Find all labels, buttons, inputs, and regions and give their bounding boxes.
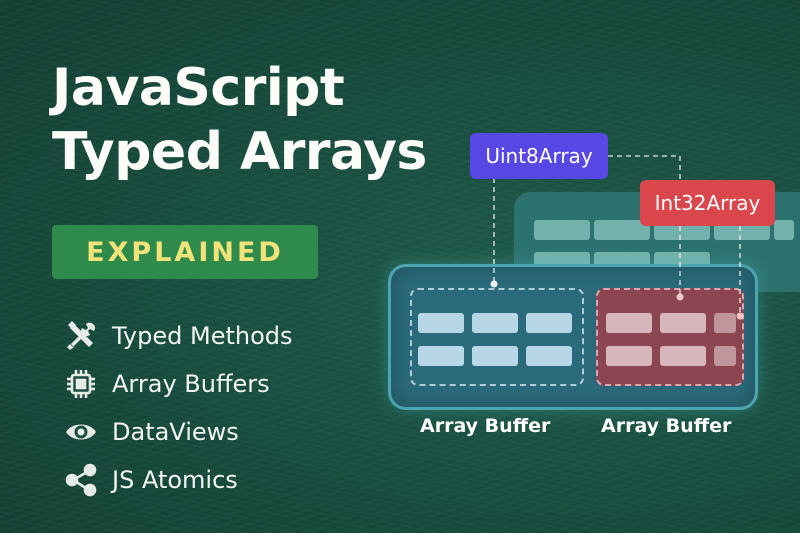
buffer-cell [472,313,518,333]
array-buffer-label-right: Array Buffer [601,415,732,437]
buffer-cell [472,346,518,366]
feature-item-array-buffers: Array Buffers [64,360,293,408]
buffer-cell [714,313,736,333]
buffer-cell [594,220,650,240]
feature-item-js-atomics: JS Atomics [64,456,293,504]
feature-label: JS Atomics [112,466,238,494]
feature-label: Array Buffers [112,370,270,398]
explained-badge: EXPLAINED [52,225,318,279]
buffer-cell [526,313,572,333]
chip-icon [64,367,98,401]
feature-list: Typed Methods Array Buffers [64,312,293,504]
buffer-cell [418,313,464,333]
feature-item-typed-methods: Typed Methods [64,312,293,360]
int32-view-region [596,288,744,386]
buffer-cell [660,313,706,333]
feature-label: Typed Methods [112,322,293,350]
title-line-1: JavaScript [52,58,345,118]
buffer-cell [606,346,652,366]
feature-label: DataViews [112,418,239,446]
uint8-view-region [410,288,584,386]
page-title: JavaScript Typed Arrays [52,56,427,184]
buffer-cell [606,313,652,333]
buffer-cell [774,220,794,240]
array-buffer-label-left: Array Buffer [420,415,551,437]
int32array-tag: Int32Array [640,180,775,226]
buffer-cell [660,346,706,366]
uint8array-tag: Uint8Array [470,133,608,179]
share-icon [64,463,98,497]
tools-icon [64,319,98,353]
title-line-2: Typed Arrays [52,122,427,182]
buffer-cell [418,346,464,366]
buffer-cell [534,220,590,240]
buffer-cell [714,346,736,366]
eye-icon [64,415,98,449]
buffer-cell [526,346,572,366]
feature-item-dataviews: DataViews [64,408,293,456]
